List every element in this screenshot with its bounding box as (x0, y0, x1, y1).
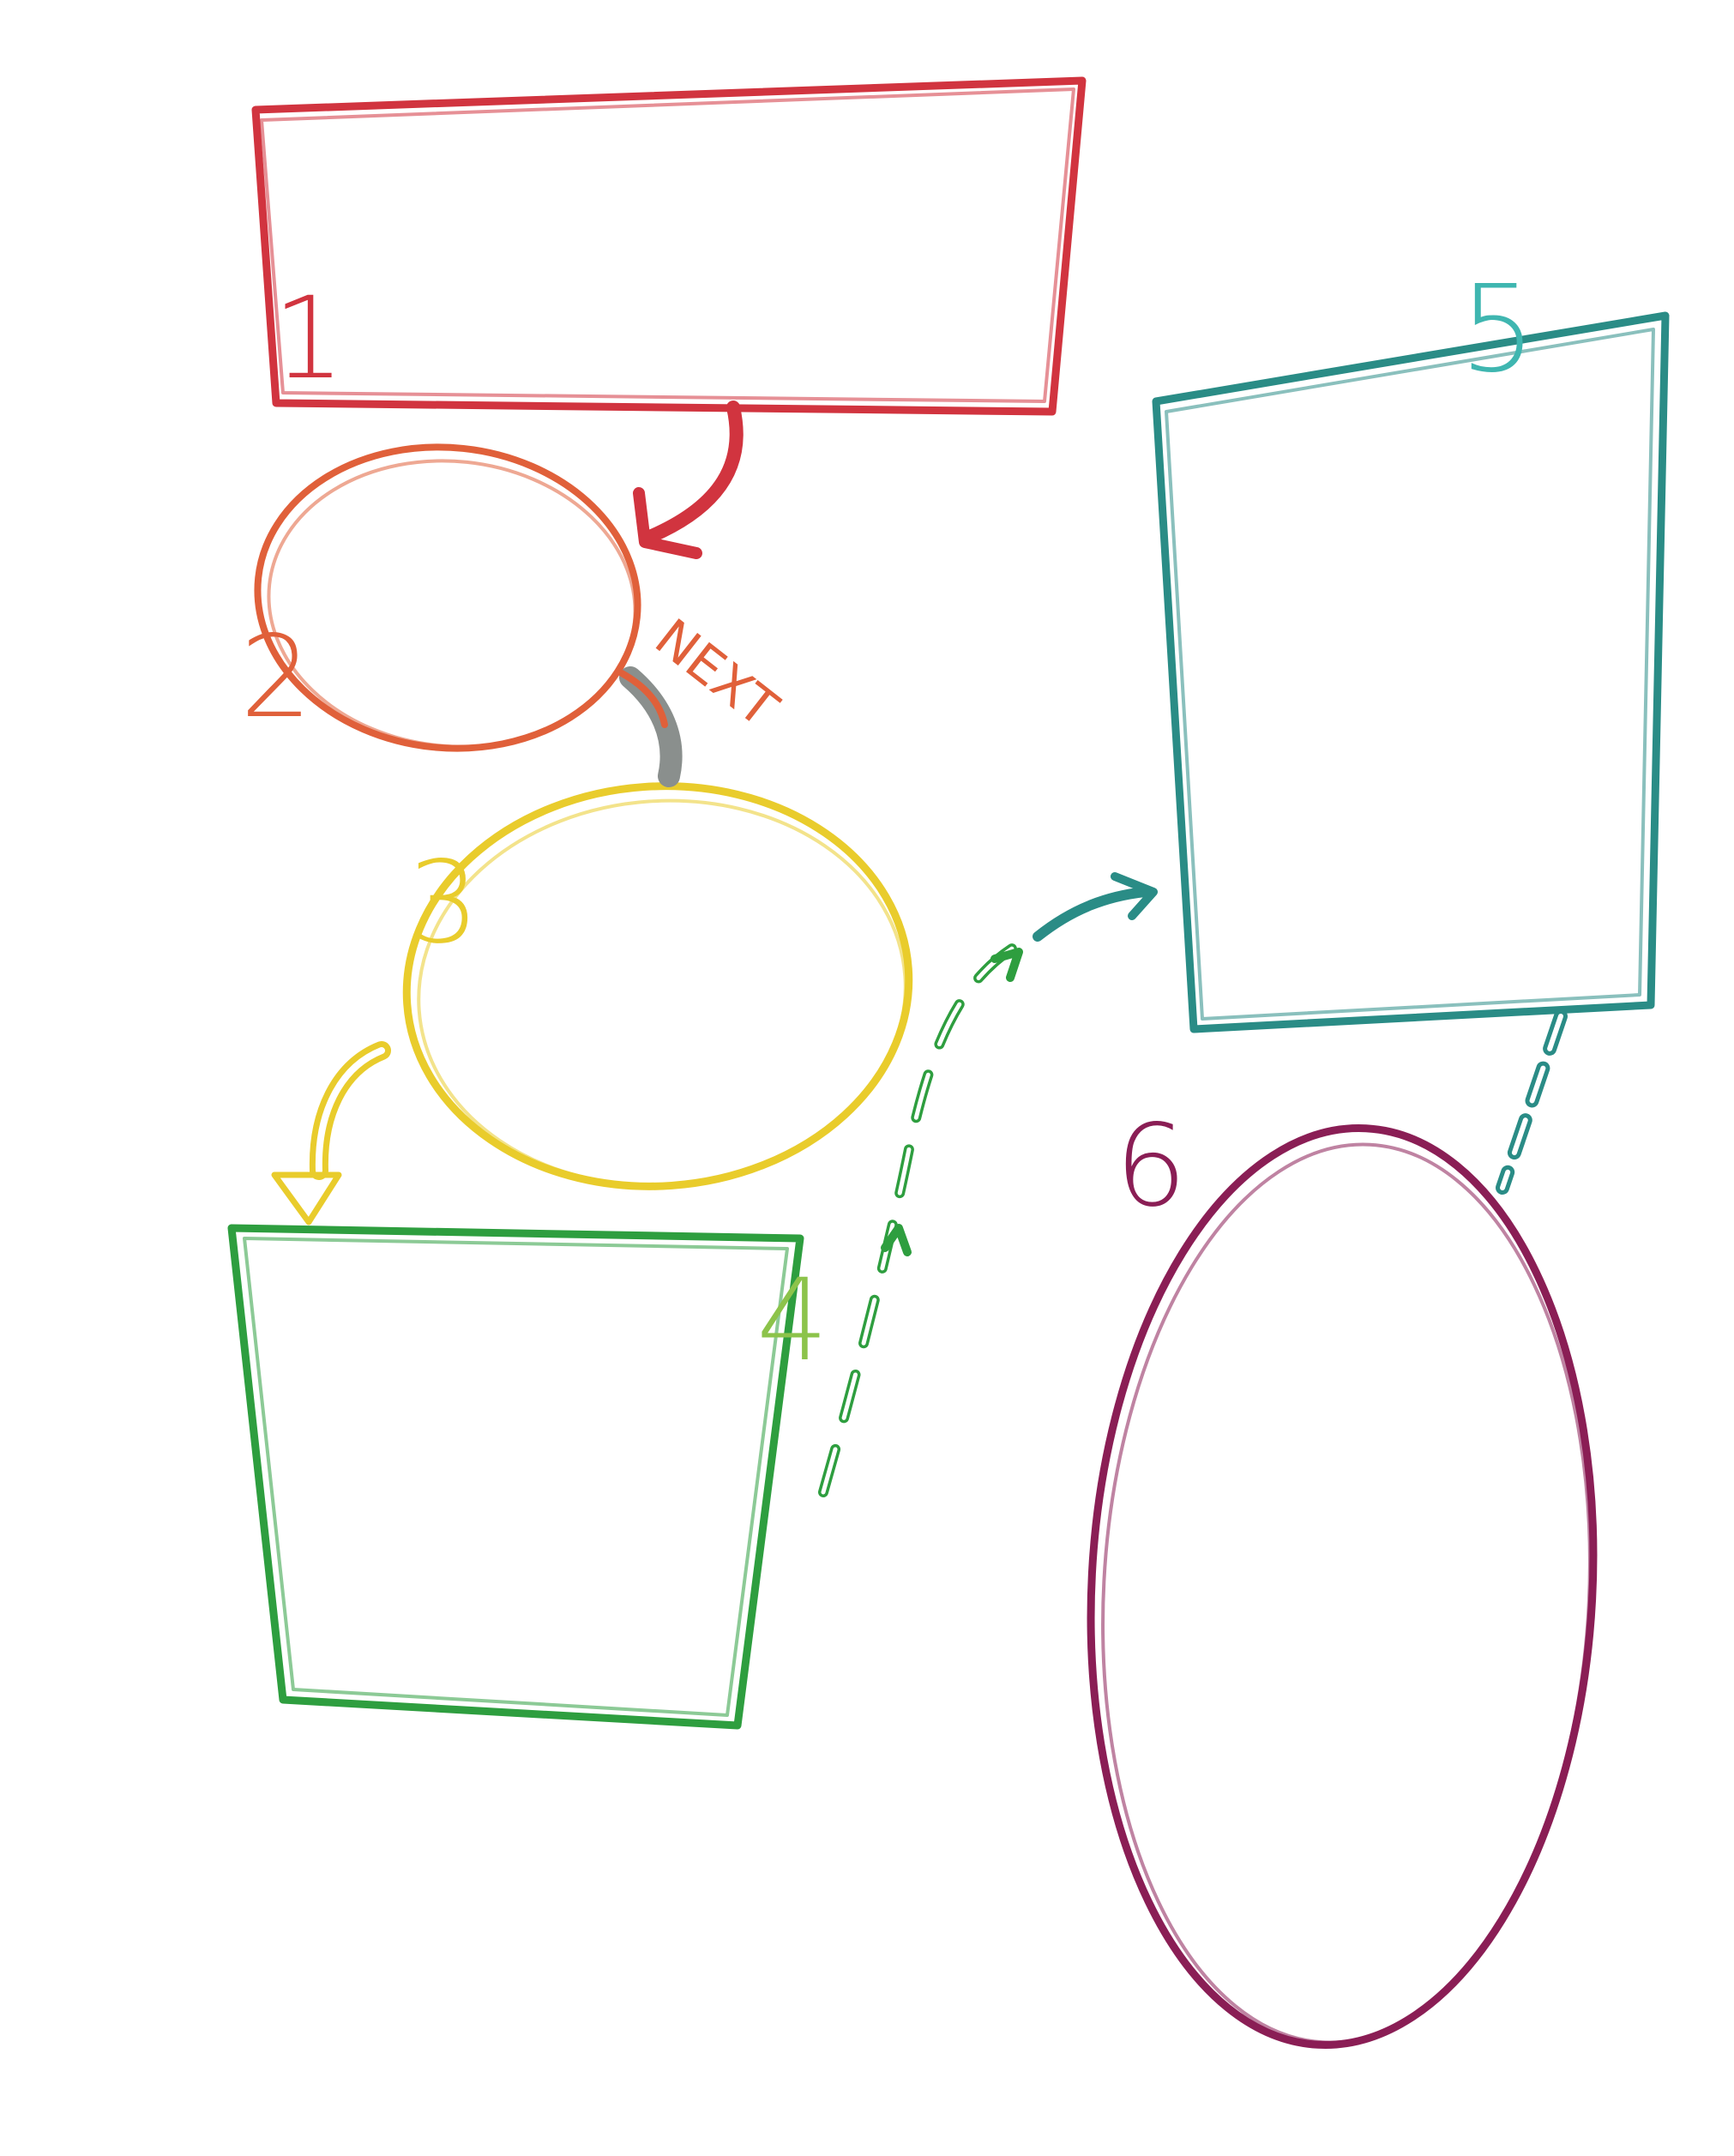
connector-4-to-5-tail-to-box (1033, 887, 1150, 942)
connector-4-to-5-dashes (818, 938, 1026, 1497)
node-2: 2 (240, 443, 641, 752)
node-3: 3 (402, 782, 913, 1190)
node-6: 6 (1087, 1100, 1598, 2049)
connector-2-to-3-link-edge (618, 670, 668, 728)
node-4-shape (227, 1224, 804, 1730)
node-5: 5 (1152, 260, 1670, 1033)
node-1-shape-inner (260, 87, 1075, 403)
node-1-number: 1 (273, 273, 345, 405)
node-6-shape (1087, 1124, 1598, 2049)
connector-4-to-5-arrowhead (1111, 872, 1158, 920)
connector-4-to-5 (818, 872, 1158, 1497)
node-4: 4 (227, 1224, 828, 1730)
node-3-number: 3 (407, 837, 479, 969)
connector-5-to-6-dash-core (1500, 1014, 1563, 1190)
connector-4-to-5-dash-core (821, 941, 1023, 1495)
node-1: 1 (251, 76, 1087, 416)
node-4-shape-inner (243, 1237, 789, 1717)
connector-4-to-5-arrow-mid (881, 1224, 912, 1256)
node-5-shape-inner (1165, 328, 1655, 1021)
connector-3-to-4-arrowhead (271, 1171, 342, 1226)
connector-1-to-2-arrowhead (633, 487, 702, 559)
node-5-number: 5 (1460, 260, 1536, 400)
node-2-shape (254, 443, 641, 752)
node-3-shape (402, 782, 913, 1190)
connector-5-to-6 (1496, 1009, 1568, 1195)
connector-2-to-3: NEXT (618, 608, 789, 787)
node-2-shape-inner (267, 459, 637, 749)
connector-1-to-2 (633, 400, 744, 559)
node-6-number: 6 (1115, 1100, 1187, 1232)
node-1-shape (251, 76, 1087, 416)
connector-3-to-4 (271, 1041, 391, 1226)
connector-4-to-5-arrow-upper (990, 948, 1023, 982)
node-2-number: 2 (240, 611, 312, 744)
node-4-number: 4 (756, 1255, 828, 1387)
connector-1-to-2-line (645, 400, 744, 543)
node-5-shape (1152, 311, 1670, 1033)
node-3-shape-inner (417, 798, 907, 1188)
connector-3-to-4-line-core (315, 1047, 385, 1174)
node-6-shape-inner (1101, 1142, 1592, 2045)
